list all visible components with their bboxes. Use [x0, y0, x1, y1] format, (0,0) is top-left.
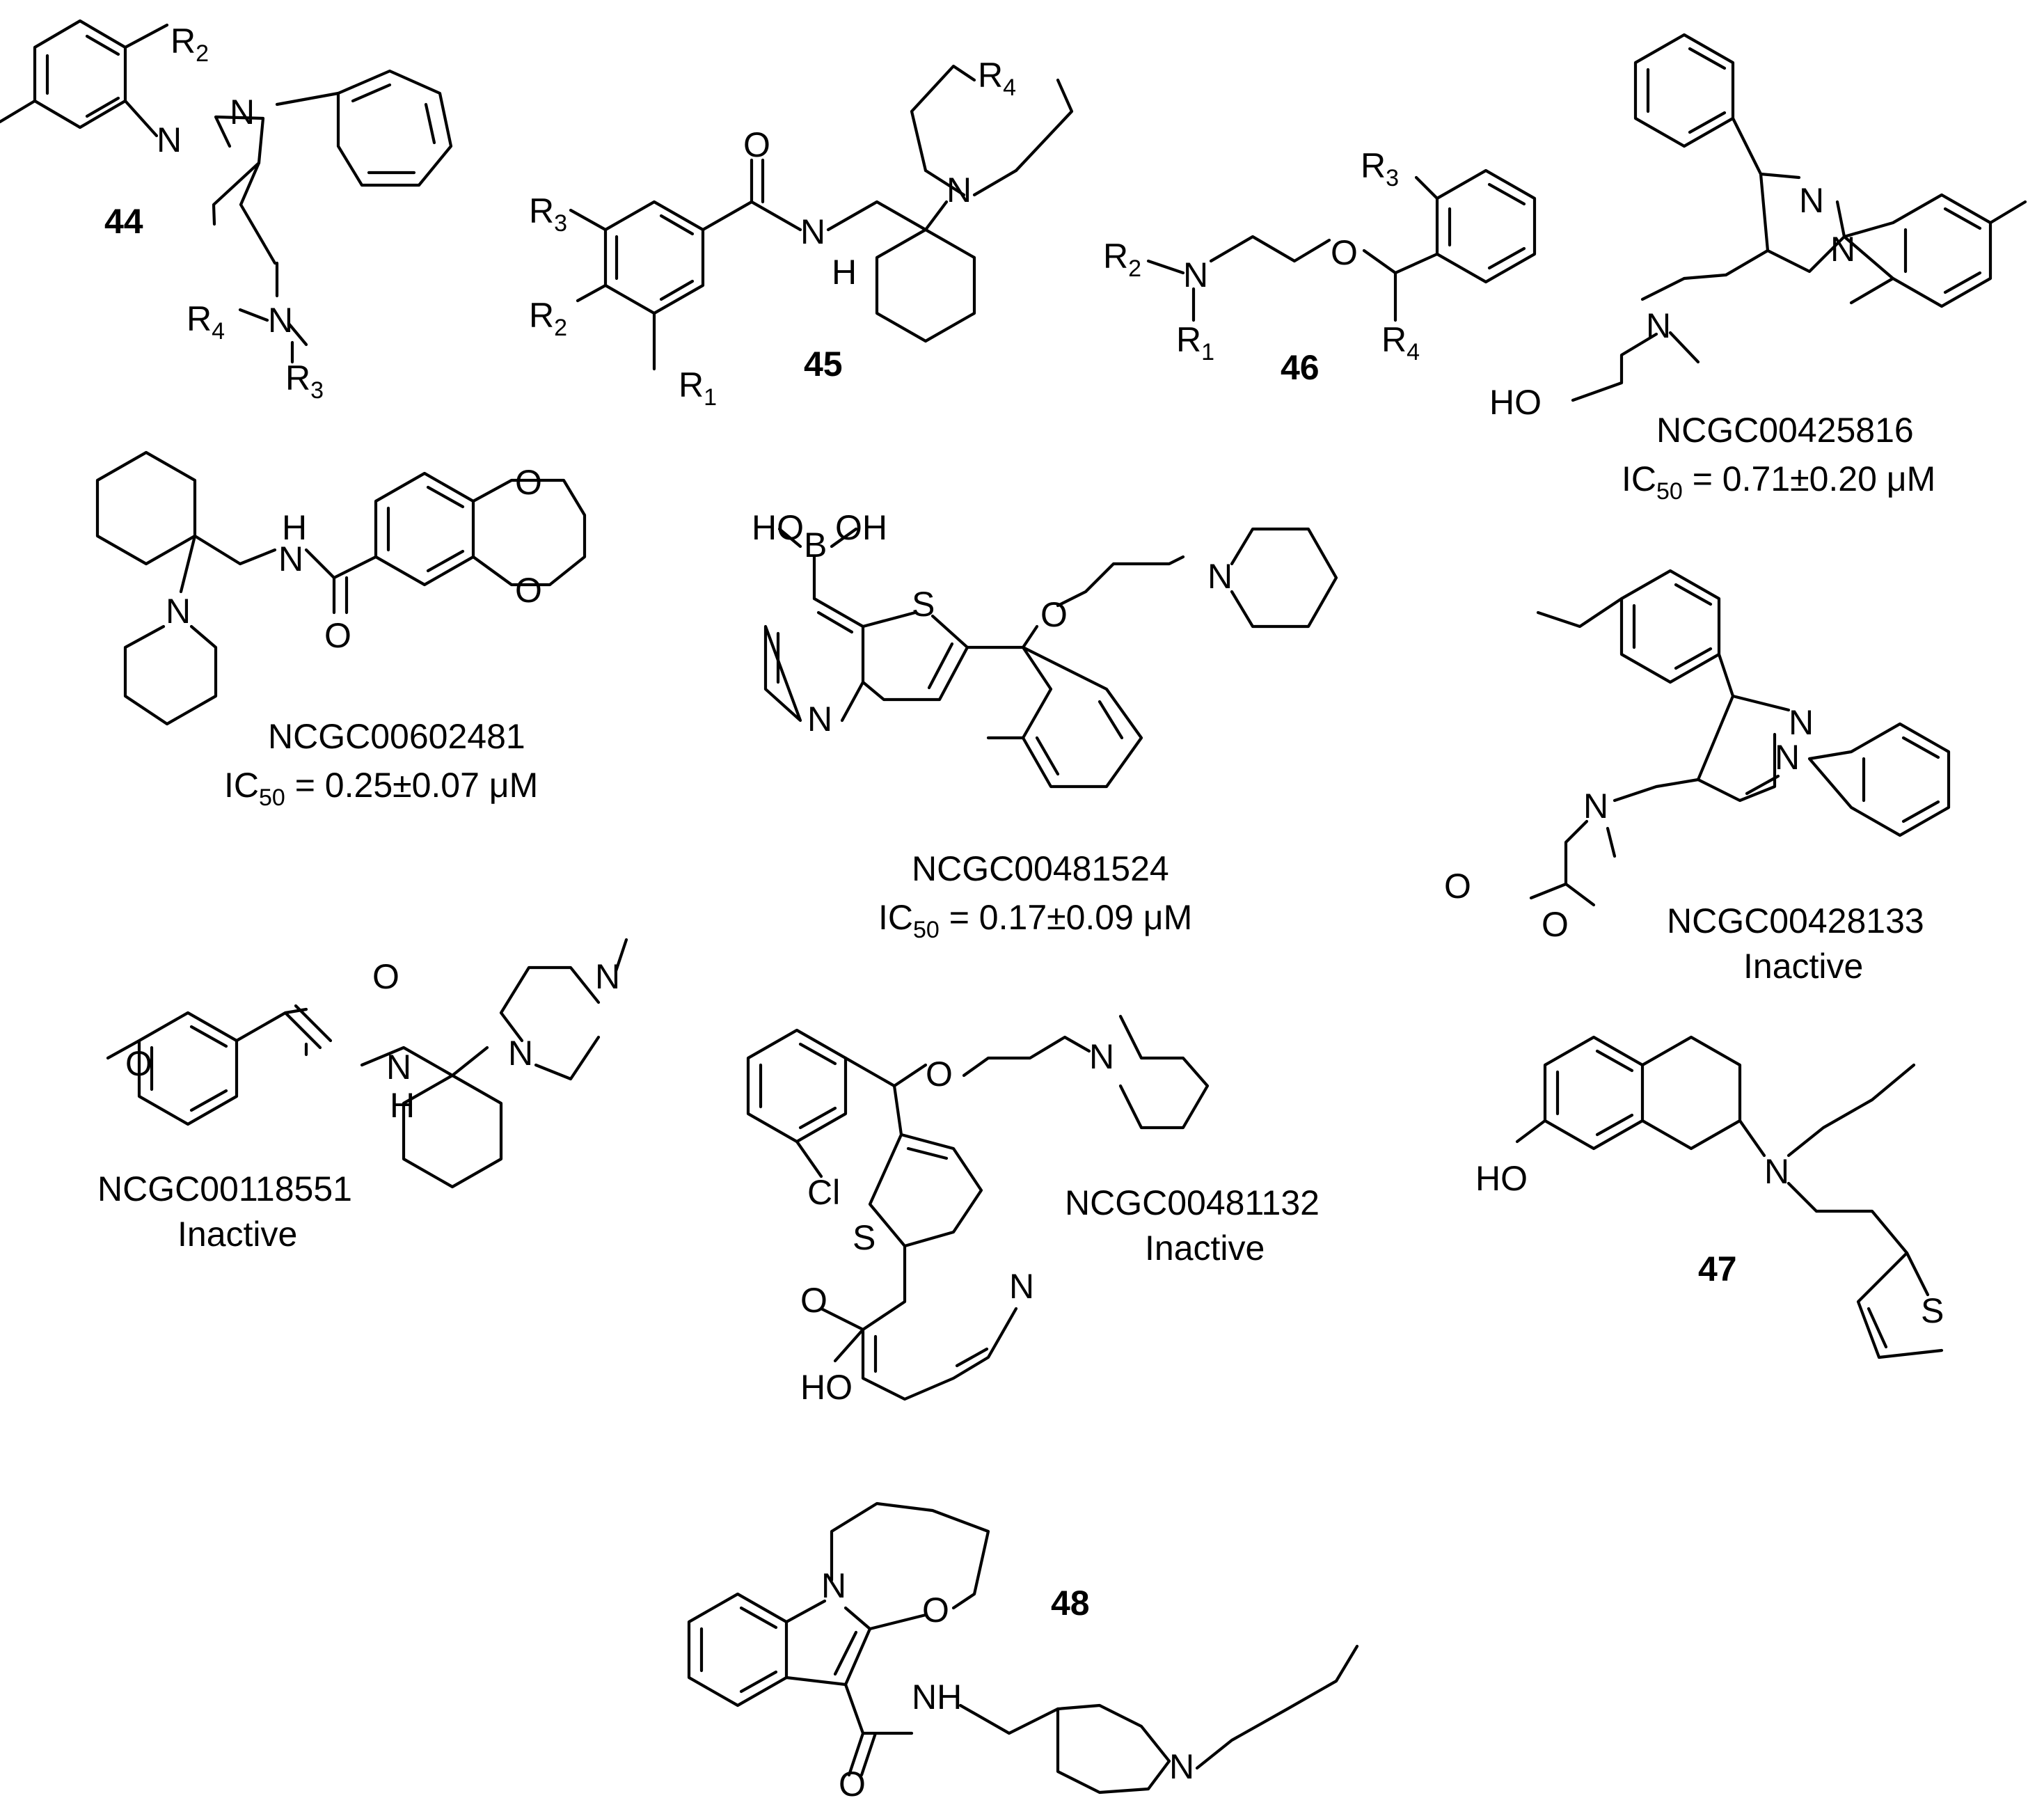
c481132-o: O	[926, 1055, 953, 1094]
c44-n1: N	[157, 120, 182, 159]
c46-o: O	[1331, 233, 1358, 272]
c46-r2: R2	[1103, 237, 1141, 282]
c481524-ho: HO	[752, 508, 804, 547]
c428133-name: NCGC00428133	[1667, 901, 1924, 940]
c602481-name: NCGC00602481	[268, 717, 525, 756]
c44-r3: R3	[285, 358, 324, 404]
c428133-o-ether: O	[1444, 867, 1471, 906]
c481132-oh: HO	[800, 1368, 853, 1407]
c481524-o: O	[1040, 595, 1068, 634]
c481524-n-pip: N	[1207, 557, 1233, 596]
c428133-amine-n: N	[1583, 787, 1608, 826]
c46-r1: R1	[1176, 320, 1214, 365]
c481524-s: S	[912, 585, 935, 624]
c48-o-ring: O	[922, 1591, 949, 1630]
c45-n: N	[946, 171, 972, 210]
c44-n2: N	[230, 93, 255, 132]
c481524-name: NCGC00481524	[912, 849, 1169, 888]
compound-46-structure	[1146, 168, 1537, 322]
c118551-o-carbonyl: O	[372, 957, 399, 996]
c45-nh-h: H	[832, 253, 857, 292]
c45-r4: R4	[978, 56, 1016, 101]
c48-n-pip: N	[1169, 1747, 1194, 1786]
c481524-oh: OH	[835, 508, 887, 547]
compound-44-label: 44	[104, 202, 143, 241]
c47-n: N	[1764, 1152, 1789, 1191]
c118551-o-methoxy: O	[125, 1044, 152, 1083]
c45-nh-n: N	[800, 212, 825, 251]
compound-45-structure	[569, 64, 1074, 371]
c481132-activity: Inactive	[1145, 1229, 1265, 1268]
c44-r2: R2	[171, 22, 209, 67]
c45-r3: R3	[529, 191, 567, 237]
compound-48-structure	[687, 1501, 1359, 1795]
c481132-n-pip: N	[1089, 1037, 1114, 1076]
c428133-n2: N	[1789, 703, 1814, 742]
compound-ncgc00118551-structure	[106, 938, 628, 1189]
compound-45-label: 45	[804, 345, 843, 384]
c118551-activity: Inactive	[177, 1215, 297, 1254]
c46-n: N	[1183, 255, 1208, 294]
c425816-amine-n: N	[1646, 306, 1671, 345]
c48-nh: NH	[912, 1678, 962, 1717]
c45-r1: R1	[679, 365, 717, 411]
c602481-o2: O	[515, 571, 542, 610]
c481132-cl: Cl	[807, 1173, 840, 1212]
c481524-b: B	[804, 526, 827, 565]
compound-ncgc00428133-structure	[1529, 569, 1951, 907]
c602481-activity: IC50 = 0.25±0.07 μM	[224, 766, 538, 811]
compound-ncgc00425816-structure	[1571, 33, 2027, 402]
c48-n: N	[821, 1566, 846, 1605]
c46-r3: R3	[1361, 146, 1399, 191]
c602481-n-pip: N	[166, 592, 191, 631]
c425816-name: NCGC00425816	[1656, 411, 1914, 450]
c481132-s: S	[853, 1218, 876, 1257]
compound-47-label: 47	[1698, 1249, 1737, 1288]
c602481-o1: O	[515, 463, 542, 502]
c481132-name: NCGC00481132	[1065, 1183, 1320, 1222]
c45-r2: R2	[529, 296, 567, 341]
c47-ho: HO	[1475, 1159, 1528, 1198]
c118551-n4: N	[595, 957, 620, 996]
c118551-nh-h: H	[390, 1086, 415, 1125]
c481132-n-pyr: N	[1009, 1267, 1034, 1306]
compound-48-label: 48	[1051, 1584, 1090, 1623]
c602481-nh-h: H	[282, 508, 307, 547]
compound-ncgc00481524-structure	[763, 527, 1338, 789]
c44-r4: R4	[187, 299, 225, 345]
compound-44-structure	[0, 19, 453, 364]
c44-amine-n: N	[268, 301, 293, 340]
c46-r4: R4	[1381, 320, 1420, 365]
c45-o: O	[743, 125, 770, 164]
c118551-n1: N	[508, 1034, 533, 1073]
c425816-n2: N	[1799, 181, 1824, 220]
c481524-activity: IC50 = 0.17±0.09 μM	[878, 898, 1192, 943]
c425816-ho: HO	[1489, 383, 1542, 422]
c428133-n1: N	[1775, 738, 1800, 777]
compound-ncgc00481132-structure	[746, 1014, 1210, 1401]
c481132-o-carbonyl: O	[800, 1281, 827, 1320]
c48-o-carbonyl: O	[839, 1765, 866, 1804]
compound-47-structure	[1515, 1035, 1944, 1359]
compound-ncgc00602481-structure	[95, 450, 587, 726]
c428133-activity: Inactive	[1743, 947, 1863, 986]
c481524-n-pyr: N	[807, 700, 832, 739]
c425816-activity: IC50 = 0.71±0.20 μM	[1622, 459, 1935, 505]
c118551-nh-n: N	[386, 1048, 411, 1087]
c425816-n1: N	[1830, 230, 1855, 269]
c47-s: S	[1921, 1291, 1944, 1330]
c428133-o-carbonyl: O	[1542, 905, 1569, 944]
c602481-nh-n: N	[278, 539, 303, 578]
compound-46-label: 46	[1281, 348, 1320, 387]
c118551-name: NCGC00118551	[97, 1169, 352, 1208]
c602481-o-carbonyl: O	[324, 616, 351, 655]
